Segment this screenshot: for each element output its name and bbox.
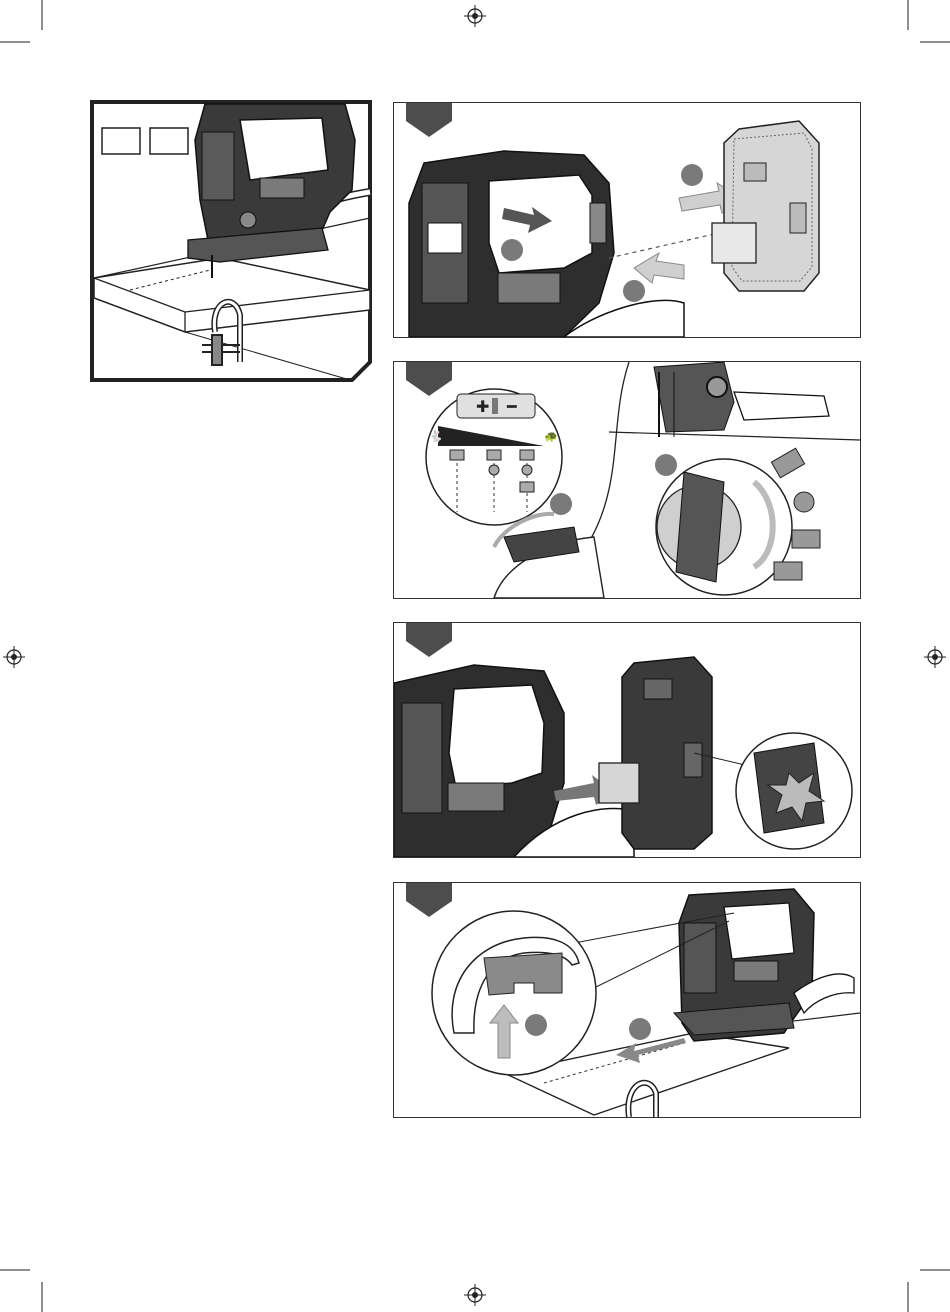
step-badge-1 — [406, 102, 452, 137]
callout-badge-f — [525, 1014, 547, 1036]
speed-dial-icon: ✚ ━ 🐇 🐢 — [426, 389, 562, 525]
jigsaw-icon — [409, 151, 684, 337]
step-1-illustration — [394, 103, 860, 337]
callout-badge-e — [655, 454, 677, 476]
step-4-illustration — [394, 883, 860, 1117]
callout-badge-c — [681, 164, 703, 186]
callout-badge-a — [501, 239, 523, 261]
figure-step-1 — [393, 102, 861, 338]
figure-overview — [90, 100, 372, 382]
blank-box-1 — [102, 128, 140, 154]
overview-illustration — [90, 100, 372, 382]
step-badge-3 — [406, 622, 452, 657]
callout-badge-b — [623, 280, 645, 302]
orbital-dial-icon — [656, 459, 792, 595]
callout-badge-d — [550, 493, 572, 515]
jigsaw-icon — [674, 889, 854, 1041]
click-burst-icon — [736, 733, 852, 849]
callout-badge-g — [629, 1018, 651, 1040]
step-badge-2 — [406, 361, 452, 396]
plus-icon: ✚ — [476, 399, 489, 416]
figure-step-4 — [393, 882, 861, 1118]
rabbit-icon: 🐇 — [429, 430, 443, 443]
jigsaw-icon — [394, 665, 634, 857]
figure-step-2: ✚ ━ 🐇 🐢 — [393, 361, 861, 599]
blank-box-2 — [150, 128, 188, 154]
minus-icon: ━ — [506, 399, 517, 416]
step-2-illustration: ✚ ━ 🐇 🐢 — [394, 362, 860, 598]
battery-pack-icon — [712, 121, 819, 291]
step-3-illustration — [394, 623, 860, 857]
step-badge-4 — [406, 882, 452, 917]
turtle-icon: 🐢 — [544, 431, 558, 443]
figure-step-3 — [393, 622, 861, 858]
